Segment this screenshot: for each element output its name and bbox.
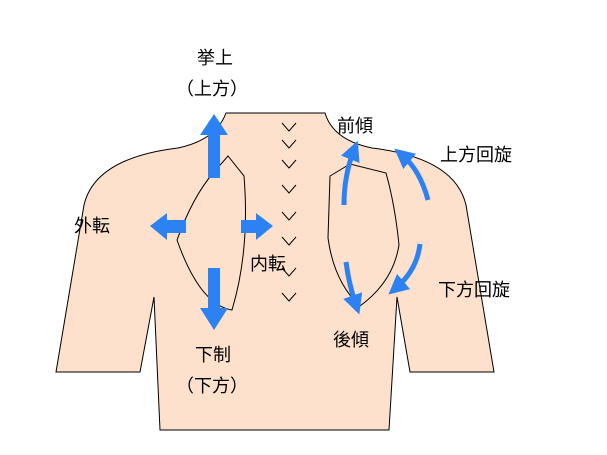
adduction-arrow — [241, 213, 273, 240]
right-scapula — [327, 163, 400, 307]
label-posterior-tilt: 後傾 — [333, 330, 369, 351]
upward-rotation-arrow — [394, 148, 431, 201]
label-anterior-tilt: 前傾 — [337, 116, 373, 137]
elevation-arrow — [200, 114, 228, 178]
label-depression: 下制 — [195, 345, 231, 366]
abduction-arrow — [150, 213, 186, 240]
label-elevation: 挙上 — [197, 48, 233, 69]
label-elevation-sub: （上方） — [176, 79, 248, 100]
label-abduction: 外転 — [74, 216, 110, 237]
label-depression-sub: （下方） — [176, 376, 248, 397]
anterior-tilt-arrow — [341, 140, 360, 206]
label-downward-rotation: 下方回旋 — [438, 280, 510, 301]
upper-body-silhouette — [55, 112, 495, 431]
label-upward-rotation: 上方回旋 — [440, 145, 512, 166]
label-adduction: 内転 — [250, 254, 286, 275]
posterior-tilt-arrow — [343, 261, 363, 315]
downward-rotation-arrow — [388, 243, 423, 295]
depression-arrow — [200, 268, 228, 330]
spine — [281, 122, 297, 302]
